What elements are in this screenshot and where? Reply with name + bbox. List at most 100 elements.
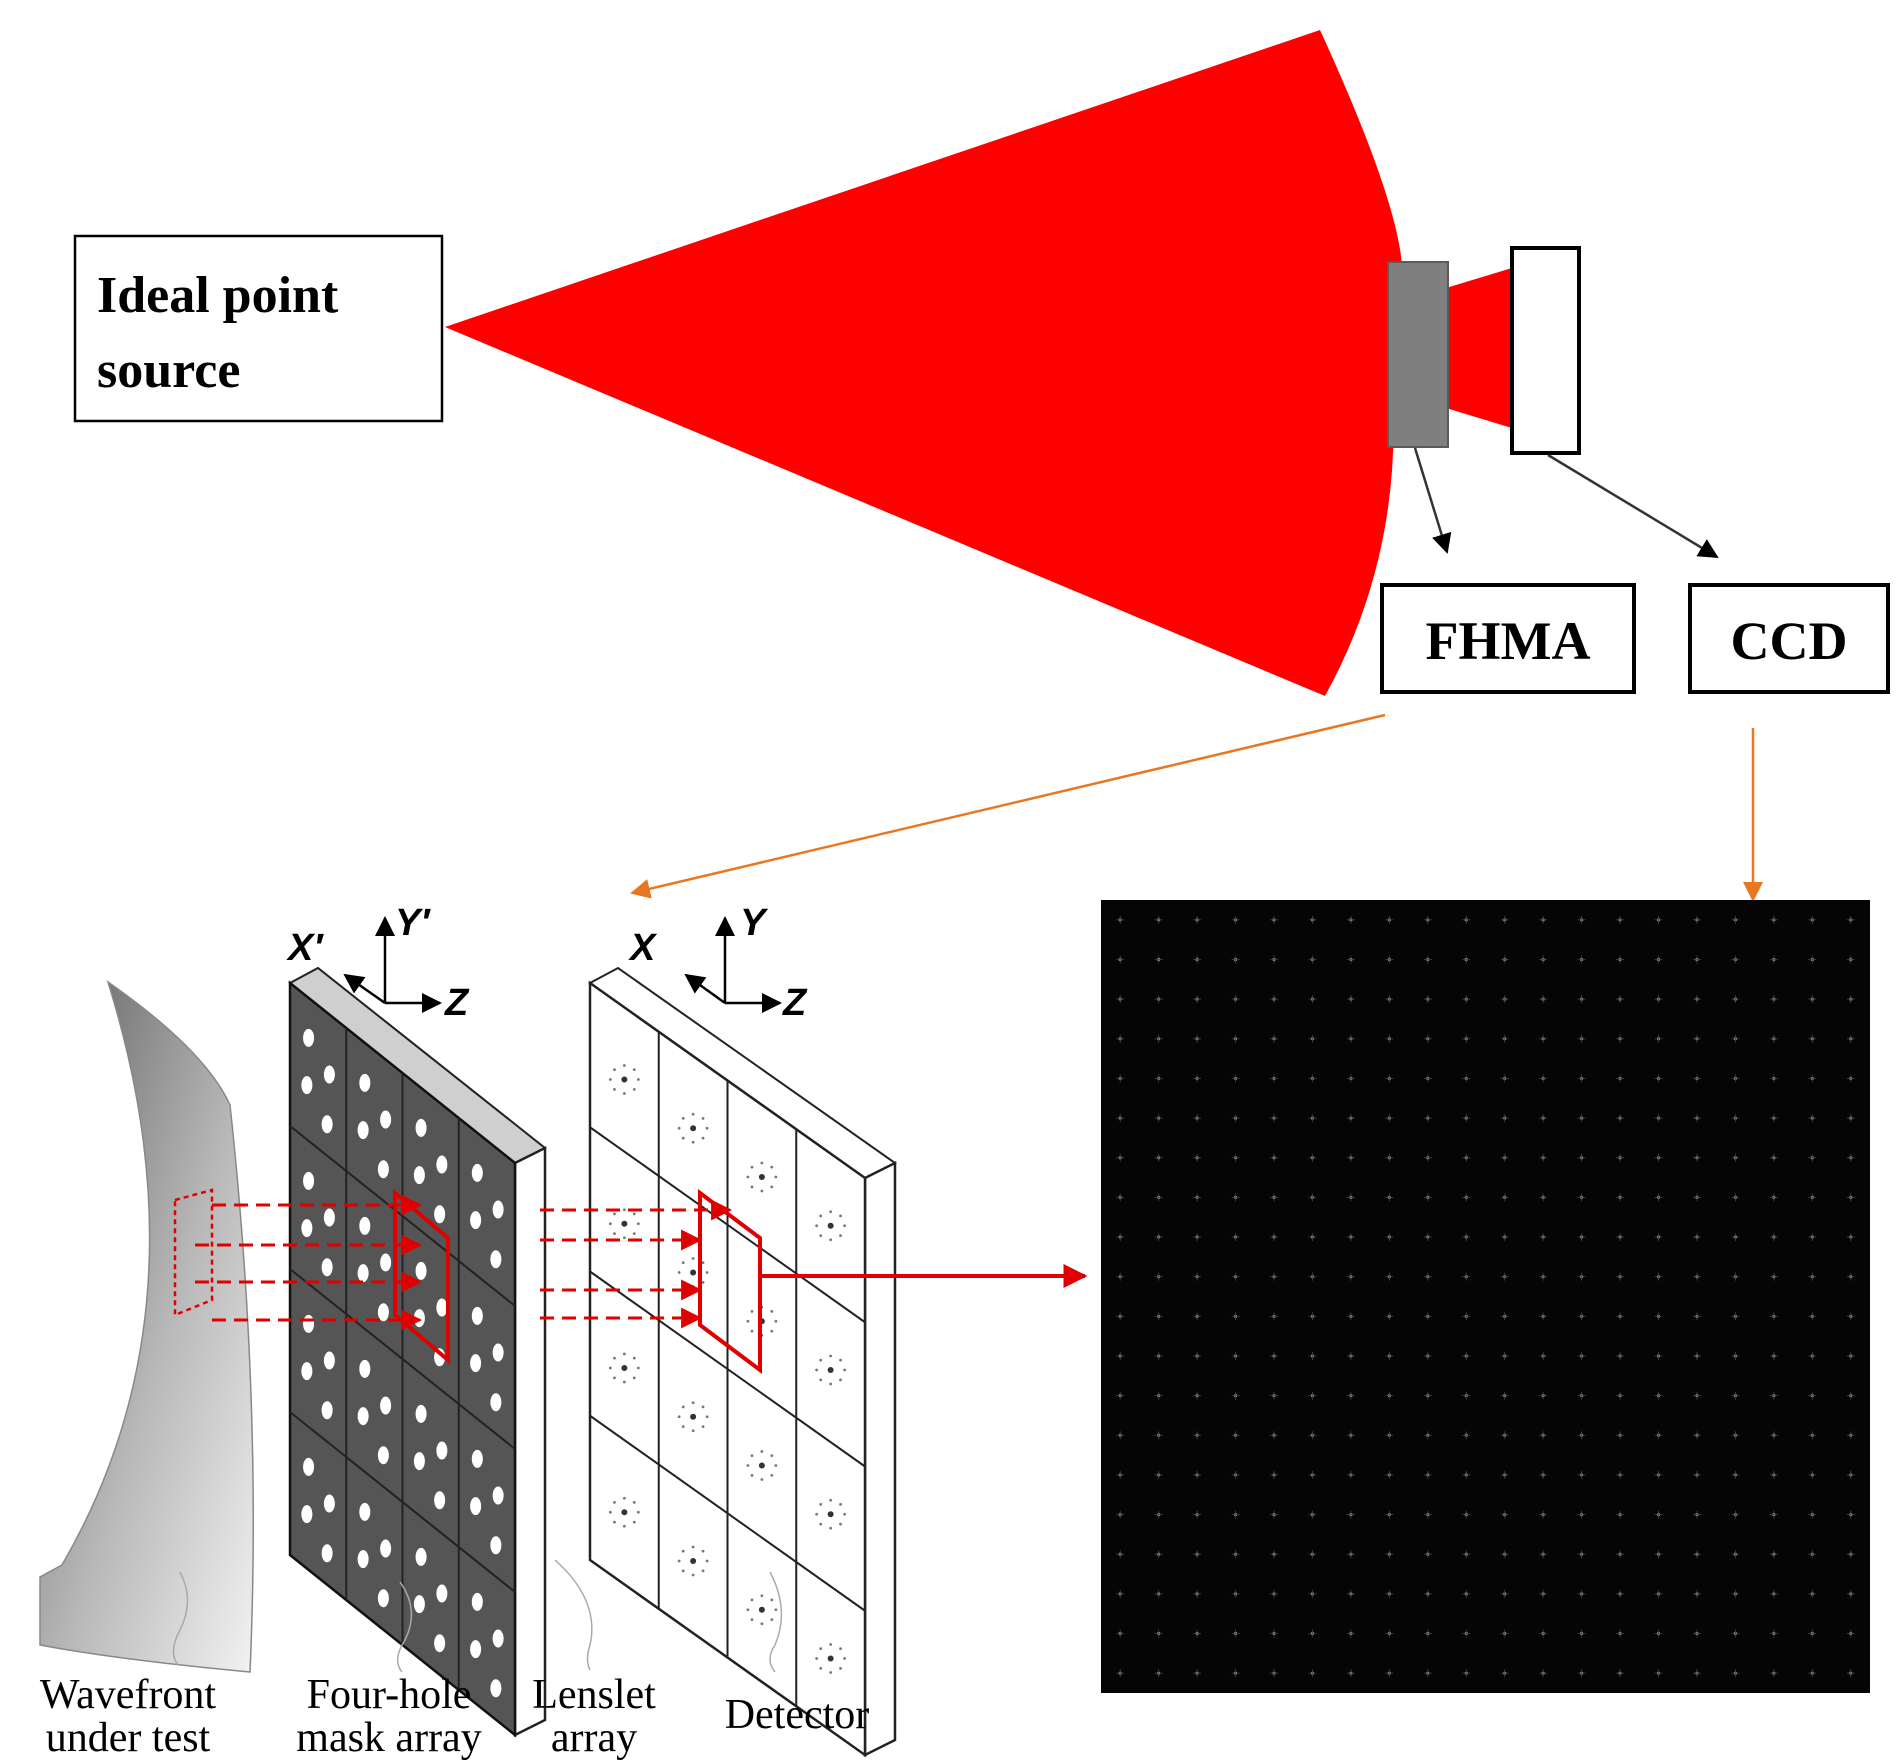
lenslet-spot-satellite (691, 1429, 695, 1433)
lenslet-spot-satellite (843, 1224, 847, 1228)
ideal-point-source-box: Ideal point source (73, 234, 444, 423)
mask-hole (471, 1449, 483, 1468)
lenslet-spot-center (758, 1606, 765, 1613)
mask-hole (470, 1497, 482, 1516)
lenslet-array (588, 966, 897, 1758)
mask-hole (321, 1258, 333, 1277)
lenslet-spot-satellite (622, 1352, 626, 1356)
lenslet-spot-satellite (705, 1559, 709, 1563)
mask-hole (303, 1028, 315, 1047)
lenslet-spot-satellite (701, 1549, 705, 1553)
lenslet-spot-satellite (839, 1214, 842, 1218)
lenslet-spot-satellite (815, 1512, 819, 1516)
mask-hole (470, 1211, 482, 1230)
lenslet-spot-satellite (750, 1329, 754, 1333)
ccd-spot-image (1101, 900, 1870, 1693)
lenslet-spot-satellite (681, 1569, 685, 1573)
mask-hole (436, 1584, 448, 1603)
mask-hole (471, 1306, 483, 1325)
mask-hole (415, 1404, 427, 1423)
mask-hole (471, 1592, 483, 1611)
mask-hole (380, 1253, 392, 1272)
fhma-label-box: FHMA (1380, 583, 1636, 694)
lenslet-label-line1: Lenslet (532, 1672, 656, 1718)
lenslet-spot-satellite (613, 1087, 616, 1091)
lenslet-spot-satellite (829, 1238, 833, 1242)
lenslet-spot-satellite (608, 1510, 612, 1514)
hartmann-schematic: Y′ Z X′ Y Z X Wavefront under test Four-… (39, 902, 1088, 1761)
ccd-spot-grid (1116, 915, 1855, 1678)
detector-axis-z-label: Z (782, 982, 808, 1024)
lenslet-spot-satellite (691, 1573, 695, 1577)
lenslet-spot-satellite (622, 1208, 626, 1212)
leader-lines (172, 1559, 783, 1673)
mask-hole (380, 1110, 392, 1129)
lenslet-spot-satellite (819, 1234, 823, 1238)
ccd-pointer-arrow (1547, 453, 1719, 559)
lenslet-spot-satellite (701, 1116, 705, 1120)
lenslet-spot-satellite (770, 1329, 774, 1333)
mask-hole (321, 1401, 333, 1420)
lenslet-spot-satellite (677, 1126, 681, 1130)
lenslet-spot-satellite (632, 1356, 636, 1360)
lenslet-spot-satellite (701, 1405, 705, 1409)
mask-hole (359, 1073, 371, 1092)
lenslet-spot-patterns (608, 1064, 847, 1674)
lenslet-spot-satellite (636, 1510, 640, 1514)
mask-hole (490, 1393, 502, 1412)
mask-hole (492, 1629, 504, 1648)
lenslet-spot-satellite (613, 1500, 616, 1504)
lenslet-spot-satellite (608, 1222, 612, 1226)
bottom-labels: Wavefront under test Four-hole mask arra… (40, 1672, 869, 1761)
mask-hole (492, 1200, 504, 1219)
lenslet-spot-satellite (701, 1569, 705, 1573)
lenslet-spot-satellite (705, 1271, 709, 1274)
mask-axes: Y′ Z X′ (286, 902, 470, 1024)
lenslet-spot-satellite (839, 1666, 842, 1670)
lenslet-spot-satellite (746, 1608, 750, 1612)
lenslet-spot-satellite (622, 1092, 626, 1095)
lenslet-spot-satellite (829, 1382, 833, 1386)
lenslet-spot-satellite (770, 1309, 774, 1313)
lenslet-spot-center (690, 1269, 697, 1276)
mask-hole (436, 1155, 448, 1174)
wavefront-label-line2: under test (46, 1715, 211, 1761)
lenslet-spot-satellite (770, 1618, 774, 1622)
lenslet-spot-satellite (681, 1549, 685, 1553)
lenslet-spot-satellite (677, 1559, 681, 1563)
four-hole-mask-array (288, 966, 547, 1738)
lenslet-spot-satellite (622, 1380, 626, 1384)
lenslet-spot-satellite (829, 1643, 833, 1646)
lenslet-spot-satellite (746, 1319, 750, 1323)
lenslet-spot-satellite (613, 1212, 616, 1216)
lenslet-spot-satellite (622, 1524, 626, 1528)
lenslet-spot-satellite (819, 1214, 823, 1218)
lenslet-spot-satellite (760, 1594, 764, 1598)
detector-axes: Y Z X (628, 902, 808, 1024)
mask-hole (301, 1076, 313, 1095)
lenslet-spot-satellite (750, 1454, 754, 1458)
lenslet-spot-satellite (613, 1356, 616, 1360)
lenslet-spot-satellite (701, 1425, 705, 1429)
mask-hole (357, 1264, 369, 1283)
lenslet-spot-satellite (839, 1358, 842, 1362)
mask-hole (357, 1121, 369, 1140)
mask-hole (323, 1494, 335, 1513)
lenslet-spot-satellite (819, 1502, 823, 1506)
detector-axis-y-label: Y (740, 902, 769, 944)
lenslet-spot-satellite (770, 1598, 774, 1602)
fhma-component (1387, 261, 1449, 448)
mask-hole (490, 1679, 502, 1698)
narrow-beam (1446, 268, 1512, 428)
lenslet-spot-satellite (636, 1078, 640, 1081)
lenslet-spot-center (690, 1413, 697, 1420)
lenslet-spot-satellite (815, 1224, 819, 1228)
mask-hole (377, 1303, 389, 1322)
lenslet-spot-satellite (632, 1068, 636, 1072)
lenslet-spot-center (621, 1220, 628, 1227)
lenslet-spot-satellite (774, 1608, 778, 1612)
lenslet-spot-satellite (829, 1498, 833, 1502)
lenslet-spot-satellite (691, 1401, 695, 1405)
lenslet-spot-satellite (760, 1478, 764, 1481)
lenslet-spot-center (621, 1076, 628, 1083)
